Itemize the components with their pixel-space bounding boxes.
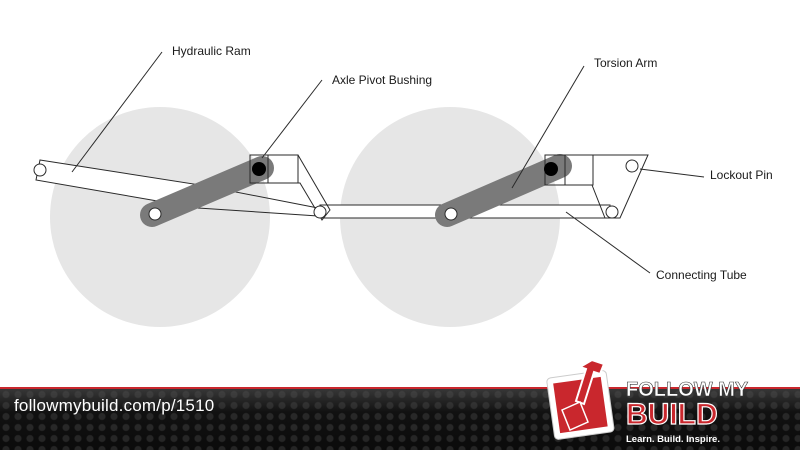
- follow-my-build-logo: FOLLOW MY BUILD Learn. Build. Inspire.: [546, 358, 749, 445]
- ram-end-eye: [33, 163, 47, 177]
- suspension-diagram: Hydraulic Ram Axle Pivot Bushing Torsion…: [33, 44, 773, 327]
- label-lockout-pin: Lockout Pin: [710, 168, 773, 182]
- label-hydraulic-ram: Hydraulic Ram: [172, 44, 251, 58]
- footer-accent-line: [0, 387, 800, 389]
- logo-tagline: Learn. Build. Inspire.: [626, 434, 720, 445]
- right-bushing-housing: [564, 154, 594, 186]
- right-arm-pivot: [444, 207, 458, 221]
- left-torsion-arm: [140, 156, 274, 227]
- right-axle-pivot-bushing: [544, 162, 558, 176]
- right-torsion-arm: [435, 154, 572, 227]
- logo-line1: FOLLOW MY: [626, 379, 749, 401]
- lockout-pin: [625, 159, 639, 173]
- right-tube-eye: [605, 205, 619, 219]
- footer-texture: [0, 389, 800, 450]
- ram-rod-lower: [197, 207, 319, 217]
- leader-axle-pivot-bushing: [261, 79, 323, 159]
- label-torsion-arm: Torsion Arm: [594, 56, 657, 70]
- left-bushing-housing: [267, 154, 299, 184]
- right-axle-bracket: [544, 154, 649, 219]
- wrench-icon: [561, 358, 606, 432]
- footer-url[interactable]: followmybuild.com/p/1510: [14, 396, 215, 415]
- label-axle-pivot-bushing: Axle Pivot Bushing: [332, 73, 432, 87]
- leader-hydraulic-ram: [71, 51, 163, 173]
- footer-bar: followmybuild.com/p/1510: [0, 387, 800, 450]
- logo-line2: BUILD: [626, 398, 718, 431]
- left-axle-pivot-bushing: [252, 162, 266, 176]
- leader-lockout-pin: [639, 168, 705, 178]
- leader-connecting-tube: [565, 211, 651, 274]
- leader-torsion-arm: [511, 65, 585, 189]
- label-connecting-tube: Connecting Tube: [656, 268, 747, 282]
- left-arm-pivot: [148, 207, 162, 221]
- left-tube-eye: [313, 205, 327, 219]
